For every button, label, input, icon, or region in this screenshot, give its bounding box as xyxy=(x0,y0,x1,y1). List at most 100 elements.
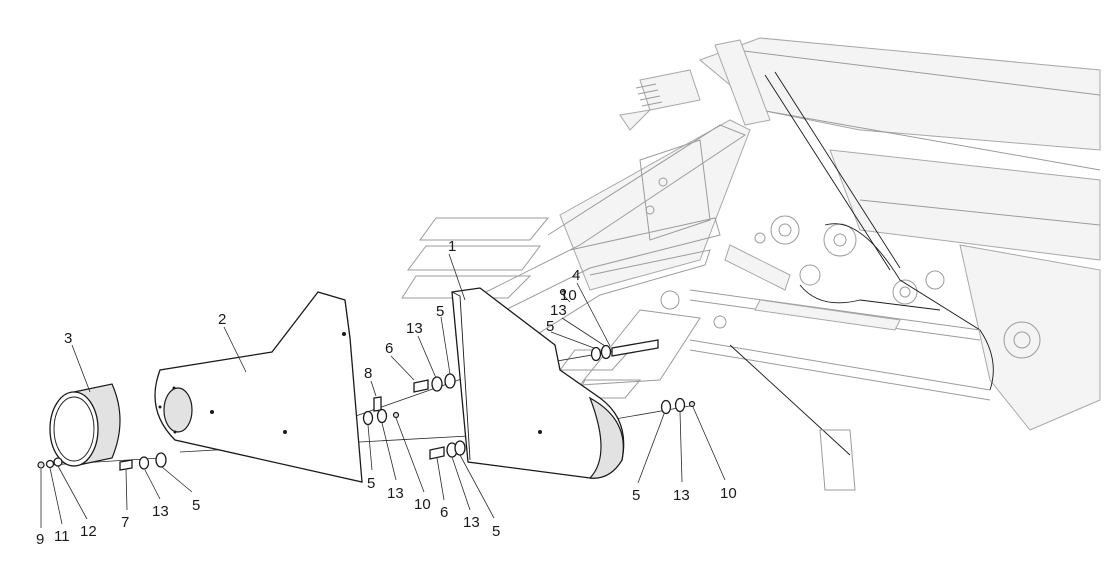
bracket-ribs xyxy=(635,83,663,107)
callout-3: 3 xyxy=(64,330,72,347)
leader-10b xyxy=(692,406,726,481)
drive-belt-lower xyxy=(799,284,941,311)
callout-7: 7 xyxy=(121,514,129,531)
callout-12: 12 xyxy=(80,523,97,540)
washer-13-left xyxy=(138,456,150,470)
bolt-8 xyxy=(373,396,382,412)
mount-bolt xyxy=(713,315,727,329)
callout-2: 2 xyxy=(218,311,226,328)
left-guard-flange xyxy=(317,291,351,339)
leader-7 xyxy=(125,469,128,511)
outline-edge-lower xyxy=(479,249,711,371)
frame-beam-line-3 xyxy=(859,199,1101,226)
sprocket-2 xyxy=(823,223,857,257)
frame-beam-line-2 xyxy=(759,109,1101,171)
leader-5e xyxy=(637,413,665,484)
left-guard-hole xyxy=(163,387,193,433)
leader-13b xyxy=(144,469,161,500)
washer-13-shaft xyxy=(600,344,612,360)
bolt-6-upper xyxy=(413,379,429,393)
shaft-rod-2 xyxy=(689,339,991,401)
diagonal-strut-edge xyxy=(774,71,901,269)
shaft-4 xyxy=(611,339,659,357)
drive-belt xyxy=(824,223,994,391)
foot-bracket xyxy=(819,429,856,491)
machine-frame-background xyxy=(559,37,1101,491)
drum-rim xyxy=(53,396,95,462)
callout-10-right: 10 xyxy=(720,485,737,502)
outline-edge-middle xyxy=(454,217,721,336)
callout-labels: 1 2 3 4 5 5 5 5 5 5 6 6 7 8 9 10 10 10 1… xyxy=(36,238,737,548)
outline-edge-upper xyxy=(469,124,747,301)
leader-4 xyxy=(576,282,611,347)
right-guard-curve xyxy=(588,396,624,479)
outline-rear xyxy=(578,309,701,386)
leader-13d xyxy=(451,456,471,511)
back-plate xyxy=(559,119,751,291)
callout-11: 11 xyxy=(54,528,70,545)
lower-bar xyxy=(754,299,901,331)
washer-13-mid xyxy=(376,408,388,424)
right-guard-flange xyxy=(451,291,471,461)
callout-13-shaft: 13 xyxy=(550,302,567,319)
washer-13-right xyxy=(674,397,686,413)
outline-slot-1 xyxy=(419,217,550,241)
leader-10a xyxy=(395,417,425,493)
leader-5b xyxy=(161,466,193,493)
left-guard-rivet-1 xyxy=(210,410,214,414)
leader-11 xyxy=(49,467,63,525)
part-1-right-guard xyxy=(451,287,625,479)
callout-10-shaft: 10 xyxy=(560,287,577,304)
nut-9 xyxy=(37,461,45,469)
mount-bolt-3 xyxy=(645,205,655,215)
left-guard-rivet-6 xyxy=(342,332,346,336)
left-guard-rivet-4 xyxy=(158,405,162,409)
bracket-tab xyxy=(619,109,652,131)
roller xyxy=(724,244,791,291)
callout-13-right: 13 xyxy=(673,487,690,504)
frame-post xyxy=(714,39,771,126)
callout-5-upper: 5 xyxy=(436,303,444,320)
leader-6b xyxy=(436,457,445,501)
sprocket-1 xyxy=(770,215,800,245)
sprocket-3 xyxy=(799,264,821,286)
mount-bolt-2 xyxy=(754,232,766,244)
right-guard-plate xyxy=(451,287,625,479)
guard-mounting-outline xyxy=(401,124,747,399)
leader-13e xyxy=(679,411,683,483)
leader-3 xyxy=(71,344,91,393)
tensioner xyxy=(925,270,945,290)
support-leg xyxy=(729,344,851,456)
callout-8: 8 xyxy=(364,365,372,382)
callout-13-left: 13 xyxy=(152,503,169,520)
mount-hub xyxy=(660,290,680,310)
diagonal-strut xyxy=(764,74,891,271)
leader-8 xyxy=(370,380,377,397)
back-plate-panel xyxy=(639,139,711,241)
callout-6-upper: 6 xyxy=(385,340,393,357)
nut-10-mid xyxy=(392,411,400,419)
leader-12 xyxy=(57,465,88,520)
mount-bolt-4 xyxy=(658,177,668,187)
callout-13-upper: 13 xyxy=(406,320,423,337)
outline-slot-2 xyxy=(407,245,541,271)
washer-13-upper xyxy=(431,376,443,392)
callout-10-mid: 10 xyxy=(414,496,431,513)
nut-10-right xyxy=(688,400,696,408)
callout-5-left: 5 xyxy=(192,497,200,514)
callout-4: 4 xyxy=(572,267,580,284)
bolt-7 xyxy=(119,459,133,471)
leader-5d xyxy=(459,454,495,519)
leader-13a xyxy=(417,335,437,379)
washer-12 xyxy=(53,457,63,467)
callout-6-lower: 6 xyxy=(440,504,448,521)
leader-6a xyxy=(390,355,415,381)
leader-5c xyxy=(367,424,373,471)
sprocket-2-hub xyxy=(833,233,847,247)
left-guard-plate xyxy=(154,291,363,483)
fasteners xyxy=(37,288,696,471)
washer-5-lower xyxy=(454,440,466,456)
washer-5-mid xyxy=(362,410,374,426)
washer-5-left xyxy=(155,452,167,468)
